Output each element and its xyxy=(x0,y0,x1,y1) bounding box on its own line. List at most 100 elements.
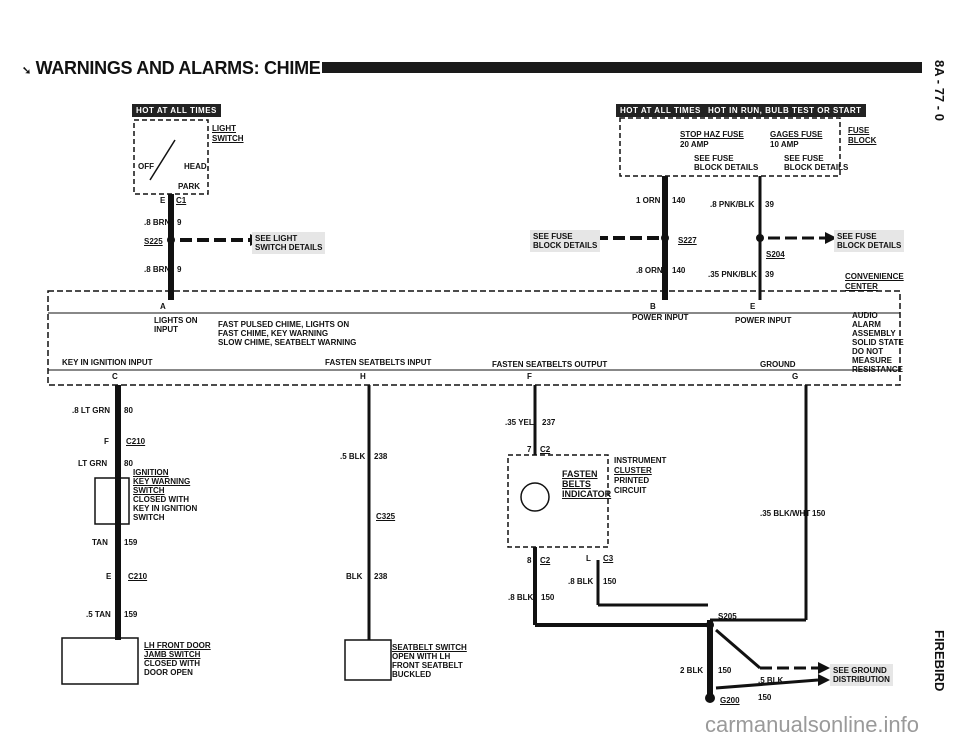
fasten-label: FASTEN xyxy=(562,469,598,479)
wire-label: 1 ORN xyxy=(636,196,661,205)
fuse-block-box xyxy=(619,117,841,177)
chime-desc: SLOW CHIME, SEATBELT WARNING xyxy=(218,338,357,347)
audio-alarm-label: AUDIO ALARM ASSEMBLY SOLID STATE DO NOT … xyxy=(852,311,904,374)
ignition-switch-label: IGNITION KEY WARNING SWITCH CLOSED WITH … xyxy=(133,468,197,522)
audio-line: MEASURE xyxy=(852,356,893,365)
switch-lever-icon xyxy=(149,139,176,181)
wire-label: .8 BLK xyxy=(508,593,534,602)
watermark: carmanualsonline.info xyxy=(705,712,920,737)
wire-label: .8 BRN xyxy=(144,218,171,227)
belt-line: FRONT SEATBELT xyxy=(392,661,463,670)
ref-text: SEE GROUND xyxy=(833,666,887,675)
title-bar xyxy=(322,62,922,73)
wire-number: 159 xyxy=(124,610,138,619)
audio-line: ALARM xyxy=(852,320,881,329)
pin-7: 7 xyxy=(527,445,532,454)
fasten-out-label: FASTEN SEATBELTS OUTPUT xyxy=(492,360,608,369)
block-label: BLOCK xyxy=(848,136,877,145)
wire-label: TAN xyxy=(92,538,108,547)
light-switch-label2: SWITCH xyxy=(212,134,244,143)
wire-number: 39 xyxy=(765,270,774,279)
wire-blk5 xyxy=(715,628,761,670)
wire-number: 140 xyxy=(672,196,686,205)
hot-all-left-tag: HOT AT ALL TIMES xyxy=(132,104,221,117)
bullet-icon: ➘ xyxy=(22,65,31,77)
c1-label: C1 xyxy=(176,196,187,205)
audio-line: DO NOT xyxy=(852,347,884,356)
wire-number: 238 xyxy=(374,572,388,581)
wire-number: 150 xyxy=(812,509,826,518)
pin-g: G xyxy=(792,372,799,381)
park-label: PARK xyxy=(178,182,201,191)
c2-label-2: C2 xyxy=(540,556,551,565)
chime-desc: FAST PULSED CHIME, LIGHTS ON xyxy=(218,320,350,329)
ref-text: BLOCK DETAILS xyxy=(533,241,598,250)
power-input-label: POWER INPUT xyxy=(632,313,689,322)
circuit-label: CIRCUIT xyxy=(614,486,647,495)
hot-run-tag: HOT IN RUN, BULB TEST OR START xyxy=(704,104,866,117)
light-switch-label1: LIGHT xyxy=(212,124,236,133)
fuse-label: FUSE xyxy=(848,126,870,135)
door-switch-box xyxy=(61,637,139,685)
wire-number: 150 xyxy=(541,593,555,602)
wire-label: 2 BLK xyxy=(680,666,704,675)
gages-fuse: GAGES FUSE xyxy=(770,130,823,139)
page-title: ➘ WARNINGS AND ALARMS: CHIME xyxy=(22,58,321,78)
wire-number: 9 xyxy=(177,265,182,274)
wire-label: .5 BLK xyxy=(340,452,366,461)
power-input-label: POWER INPUT xyxy=(735,316,792,325)
splice-s227 xyxy=(661,234,669,242)
audio-line: ASSEMBLY xyxy=(852,329,896,338)
door-switch-label: LH FRONT DOOR JAMB SWITCH CLOSED WITH DO… xyxy=(144,641,211,677)
input-label: INPUT xyxy=(154,325,178,334)
c210-label-2: C210 xyxy=(128,572,148,581)
wire-label: .8 ORN xyxy=(636,266,663,275)
pin-8: 8 xyxy=(527,556,532,565)
ref-text: DISTRIBUTION xyxy=(833,675,890,684)
belt-switch-label: SEATBELT SWITCH OPEN WITH LH FRONT SEATB… xyxy=(392,643,467,679)
s205-label: S205 xyxy=(718,612,737,621)
cluster-box xyxy=(507,454,609,548)
ign-line: IGNITION xyxy=(133,468,169,477)
inst-label: INSTRUMENT xyxy=(614,456,667,465)
wire-number: 80 xyxy=(124,459,133,468)
wire-label: .35 PNK/BLK xyxy=(708,270,757,279)
belt-line: SEATBELT SWITCH xyxy=(392,643,467,652)
pin-c: C xyxy=(112,372,118,381)
indicator-label: INDICATOR xyxy=(562,489,612,499)
see-fuse: SEE FUSE xyxy=(784,154,824,163)
pin-f: F xyxy=(527,372,532,381)
splice-s204 xyxy=(756,234,764,242)
stop-haz-fuse: STOP HAZ FUSE xyxy=(680,130,744,139)
pin-b: B xyxy=(650,302,656,311)
wire-number: 159 xyxy=(124,538,138,547)
connector-e: E xyxy=(106,572,112,581)
wire-number: 9 xyxy=(177,218,182,227)
ign-line: SWITCH xyxy=(133,486,165,495)
ign-line: KEY WARNING xyxy=(133,477,191,486)
wire-number: 237 xyxy=(542,418,556,427)
wire-label: BLK xyxy=(346,572,363,581)
ground-label: GROUND xyxy=(760,360,796,369)
see-fuse: BLOCK DETAILS xyxy=(784,163,849,172)
wire-label: .8 LT GRN xyxy=(72,406,111,415)
c325-label: C325 xyxy=(376,512,396,521)
wire-label: .35 YEL xyxy=(505,418,534,427)
wire-number: 39 xyxy=(765,200,774,209)
wire-label: LT GRN xyxy=(78,459,108,468)
convenience-center: CONVENIENCE xyxy=(845,272,904,281)
belt-switch-box xyxy=(344,639,392,681)
pin-e: E xyxy=(750,302,756,311)
wire-number: 150 xyxy=(603,577,617,586)
indicator-lamp-icon xyxy=(520,482,550,512)
c2-label: C2 xyxy=(540,445,551,454)
chime-module-box xyxy=(47,290,901,386)
wire-label: .8 BRN xyxy=(144,265,171,274)
chime-desc: FAST CHIME, KEY WARNING xyxy=(218,329,329,338)
ign-line: SWITCH xyxy=(133,513,165,522)
wire-number: 150 xyxy=(758,693,772,702)
wire-number: 238 xyxy=(374,452,388,461)
